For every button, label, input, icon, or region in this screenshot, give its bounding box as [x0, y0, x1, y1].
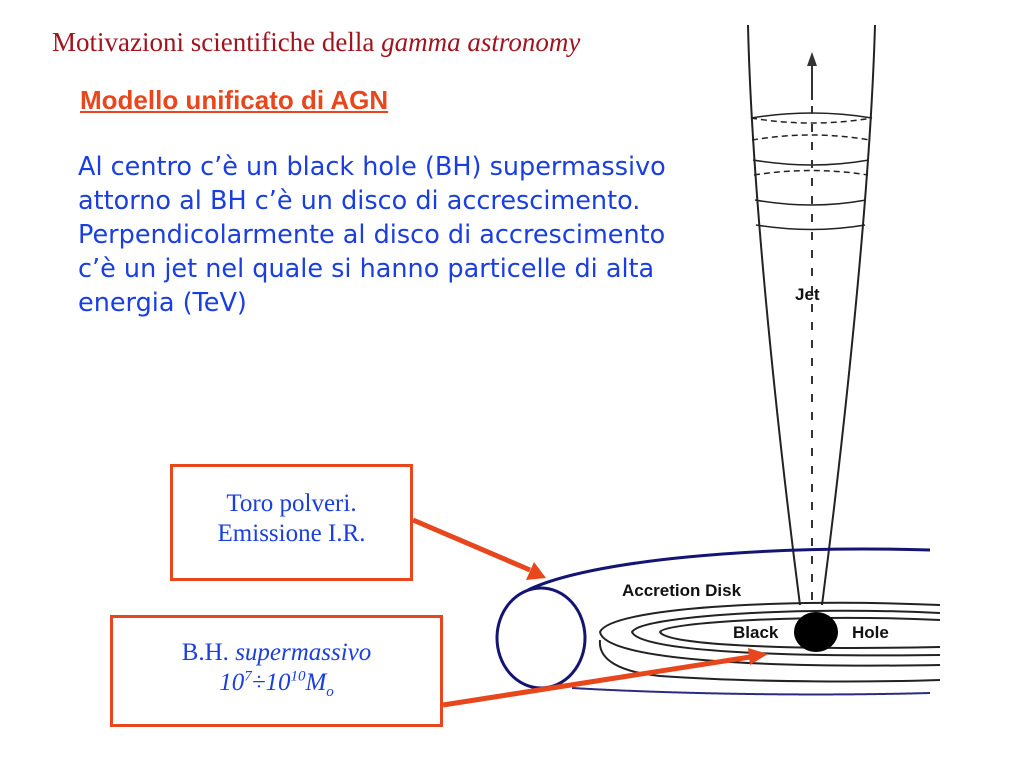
mass-symbol: M [305, 669, 327, 696]
black-label: Black [733, 623, 779, 642]
jet-label: Jet [795, 285, 820, 304]
accretion-disk [598, 601, 941, 683]
jet-cone [747, 24, 876, 606]
slide-subtitle: Modello unificato di AGN [80, 85, 389, 115]
black-hole [794, 612, 838, 652]
torus-section-circle [495, 586, 587, 690]
mass-base2: 10 [265, 669, 291, 696]
bh-italic: supermassivo [235, 639, 372, 666]
mass-sub: o [326, 684, 334, 700]
bh-arrow-icon [442, 648, 768, 708]
mass-exp1: 7 [244, 668, 252, 685]
jet-arrow-icon [807, 52, 817, 100]
mass-exp2: 10 [290, 668, 306, 685]
slide-header: Motivazioni scientifiche della gamma ast… [52, 27, 580, 58]
bh-callout-mass: 107÷1010Mo [113, 668, 440, 700]
mass-base1: 10 [219, 669, 245, 696]
bh-prefix: B.H. [181, 639, 236, 666]
bh-callout: B.H. supermassivo 107÷1010Mo [110, 615, 443, 727]
body-paragraph: Al centro c’è un black hole (BH) superma… [78, 152, 666, 318]
mass-sep: ÷ [251, 669, 266, 696]
disk-label: Accretion Disk [622, 581, 742, 600]
torus-callout-line1: Toro polveri. [226, 490, 357, 517]
bh-callout-line1: B.H. supermassivo [113, 638, 440, 668]
torus-callout: Toro polveri. Emissione I.R. [170, 464, 413, 581]
header-italic: gamma astronomy [381, 27, 581, 57]
header-plain: Motivazioni scientifiche della [52, 27, 382, 57]
torus-callout-line2: Emissione I.R. [217, 520, 366, 547]
torus-arrow-icon [412, 517, 546, 580]
torus-outer [527, 547, 931, 592]
hole-label: Hole [852, 623, 889, 642]
